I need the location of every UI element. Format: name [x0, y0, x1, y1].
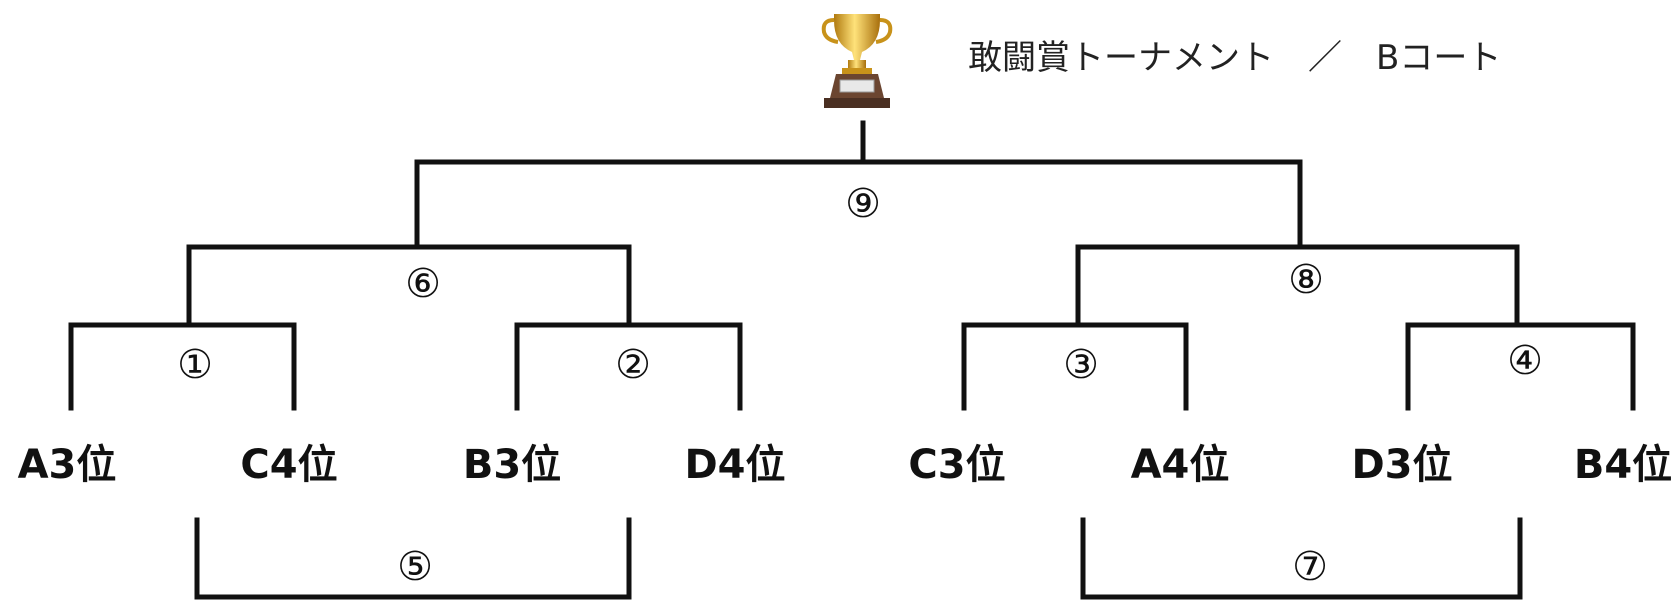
match-number-2: ②	[615, 342, 651, 388]
match-number-6: ⑥	[405, 261, 441, 307]
match-3-bracket	[961, 322, 1189, 411]
match-number-1: ①	[177, 342, 213, 388]
match-8-bracket	[1075, 244, 1520, 328]
match-7-bracket	[1080, 517, 1523, 600]
team-label-5: C3位	[908, 442, 1006, 488]
tournament-title: 敢闘賞トーナメント ／ Bコート	[968, 38, 1502, 78]
match-1-bracket	[68, 322, 297, 411]
team-label-8: B4位	[1573, 442, 1673, 488]
team-label-6: A4位	[1130, 442, 1230, 488]
match-2-bracket	[514, 322, 743, 411]
match-5-bracket	[194, 517, 632, 600]
match-number-8: ⑧	[1288, 257, 1324, 303]
team-label-1: A3位	[17, 442, 117, 488]
team-label-3: B3位	[462, 442, 562, 488]
trophy-icon	[821, 14, 893, 108]
match-4-bracket	[1405, 322, 1636, 411]
match-number-5: ⑤	[397, 544, 433, 590]
match-number-7: ⑦	[1292, 544, 1328, 590]
match-number-3: ③	[1063, 342, 1099, 388]
team-label-4: D4位	[684, 442, 786, 488]
match-9-bracket	[414, 159, 1303, 248]
match-number-4: ④	[1507, 338, 1543, 384]
match-number-9: ⑨	[845, 181, 881, 227]
team-label-2: C4位	[240, 442, 338, 488]
team-label-7: D3位	[1351, 442, 1453, 488]
match-6-bracket	[186, 244, 632, 328]
